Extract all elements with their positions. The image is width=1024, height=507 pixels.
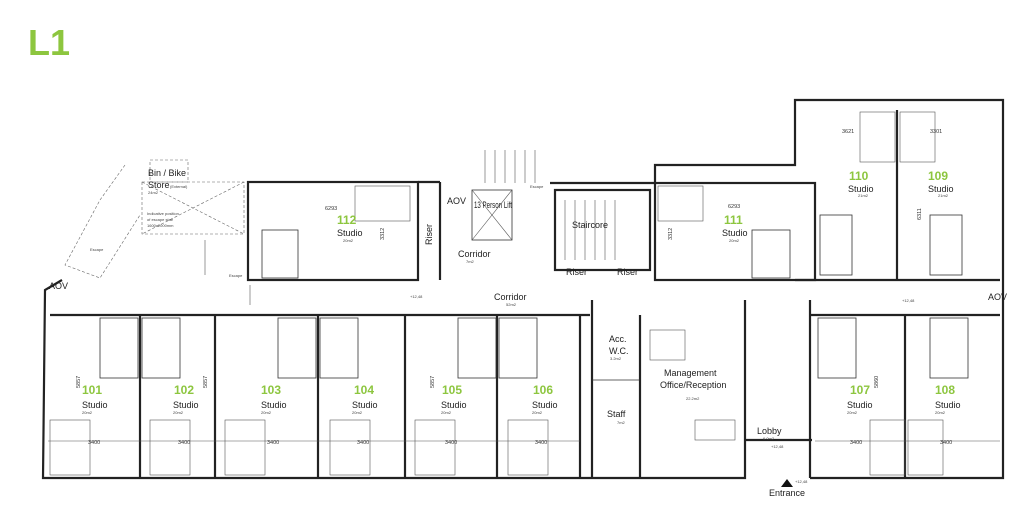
walls xyxy=(41,98,1005,487)
room-112-type: Studio xyxy=(337,228,363,238)
office-area: 22.2m2 xyxy=(686,396,700,401)
room-106-area: 20m2 xyxy=(532,410,543,415)
room-105-area: 20m2 xyxy=(441,410,452,415)
escape-stair-note-1: Indicative position xyxy=(147,211,179,216)
level-mark-3: +12,48 xyxy=(771,444,784,449)
room-103-number: 103 xyxy=(261,383,281,397)
acc-wc-label-1: Acc. xyxy=(609,334,627,344)
room-111-area: 20m2 xyxy=(729,238,740,243)
room-108-number: 108 xyxy=(935,383,955,397)
dim-111-width: 6293 xyxy=(728,204,740,210)
riser-label-2: Riser xyxy=(617,267,638,277)
dim-105: 3400 xyxy=(445,440,457,446)
room-112-area: 20m2 xyxy=(343,238,354,243)
room-104-area: 20m2 xyxy=(352,410,363,415)
room-107-type: Studio xyxy=(847,400,873,410)
staircore-label: Staircore xyxy=(572,220,608,230)
escape-label-3: Escape xyxy=(90,247,104,252)
room-110-type: Studio xyxy=(848,184,874,194)
office-label-2: Office/Reception xyxy=(660,380,726,390)
riser-label-1: Riser xyxy=(566,267,587,277)
dim-108: 3400 xyxy=(940,440,952,446)
dim-112-depth: 3312 xyxy=(380,228,386,240)
entrance-label: Entrance xyxy=(769,488,805,498)
lobby-area: 6.0m2 xyxy=(763,436,775,441)
level-title: L1 xyxy=(28,22,70,63)
bin-store-label-2: Store xyxy=(148,180,170,190)
level-mark-2: +12,48 xyxy=(902,298,915,303)
corridor-main-label: Corridor xyxy=(494,292,527,302)
room-104-number: 104 xyxy=(354,383,374,397)
room-101-type: Studio xyxy=(82,400,108,410)
staff-area: 7m2 xyxy=(617,420,626,425)
room-103-area: 20m2 xyxy=(261,410,272,415)
room-108-type: Studio xyxy=(935,400,961,410)
office-label-1: Management xyxy=(664,368,717,378)
dim-depth-3: 5857 xyxy=(430,376,436,388)
dim-104: 3400 xyxy=(357,440,369,446)
room-111-number: 111 xyxy=(724,213,743,227)
room-101-area: 20m2 xyxy=(82,410,93,415)
dim-depth-2: 5857 xyxy=(203,376,209,388)
corridor-main-area: 52m2 xyxy=(506,302,517,307)
room-101-number: 101 xyxy=(82,383,102,397)
escape-stair-note-3: 1600x2000mm xyxy=(147,223,174,228)
room-109-type: Studio xyxy=(928,184,954,194)
entrance-arrow-icon xyxy=(781,479,793,487)
room-112-number: 112 xyxy=(337,213,357,227)
acc-wc-area: 3.2m2 xyxy=(610,356,622,361)
room-103-type: Studio xyxy=(261,400,287,410)
dim-102: 3400 xyxy=(178,440,190,446)
corridor-small-label: Corridor xyxy=(458,249,491,259)
room-107-number: 107 xyxy=(850,383,870,397)
staff-label: Staff xyxy=(607,409,626,419)
dim-depth-107: 5860 xyxy=(874,376,880,388)
level-mark-4: +12,48 xyxy=(795,479,808,484)
bin-store-area: 24m2 xyxy=(148,190,159,195)
lobby-label: Lobby xyxy=(757,426,782,436)
level-mark-1: +12,48 xyxy=(410,294,423,299)
dim-112-width: 6293 xyxy=(325,206,337,212)
space-labels: Corridor 52m2 Corridor 7m2 AOV AOV AOV 1… xyxy=(49,168,1007,498)
aov-label-left: AOV xyxy=(49,281,68,291)
room-109-area: 21m2 xyxy=(938,193,949,198)
room-102-number: 102 xyxy=(174,383,194,397)
room-105-number: 105 xyxy=(442,383,462,397)
dim-109-width: 3301 xyxy=(930,129,942,135)
escape-label-1: Escape xyxy=(229,273,243,278)
room-104-type: Studio xyxy=(352,400,378,410)
room-106-type: Studio xyxy=(532,400,558,410)
room-107-area: 20m2 xyxy=(847,410,858,415)
bin-store-label-1: Bin / Bike xyxy=(148,168,186,178)
dim-103: 3400 xyxy=(267,440,279,446)
escape-stair-note-2: of escape stair xyxy=(147,217,174,222)
dimension-labels: 3400 3400 3400 3400 3400 3400 3400 3400 … xyxy=(76,129,952,446)
room-102-area: 20m2 xyxy=(173,410,184,415)
dim-106: 3400 xyxy=(535,440,547,446)
room-110-number: 110 xyxy=(849,169,869,183)
room-102-type: Studio xyxy=(173,400,199,410)
lift-label: 13 Person Lift xyxy=(474,200,512,210)
dim-111-depth: 3312 xyxy=(668,228,674,240)
room-111-type: Studio xyxy=(722,228,748,238)
escape-label-2: Escape xyxy=(530,184,544,189)
aov-label-right: AOV xyxy=(988,292,1007,302)
acc-wc-label-2: W.C. xyxy=(609,346,629,356)
room-109-number: 109 xyxy=(928,169,948,183)
room-106-number: 106 xyxy=(533,383,553,397)
aov-label: AOV xyxy=(447,196,466,206)
room-108-area: 20m2 xyxy=(935,410,946,415)
dim-109-depth: 6311 xyxy=(917,208,923,220)
riser-label-3: Riser xyxy=(424,224,434,245)
room-labels: 101 Studio 20m2 102 Studio 20m2 103 Stud… xyxy=(82,169,961,415)
dim-depth-1: 5857 xyxy=(76,376,82,388)
dim-101: 3400 xyxy=(88,440,100,446)
dim-110-width: 3621 xyxy=(842,129,854,135)
bin-store-note: (External) xyxy=(170,184,188,189)
corridor-small-area: 7m2 xyxy=(466,259,475,264)
room-110-area: 21m2 xyxy=(858,193,869,198)
room-105-type: Studio xyxy=(441,400,467,410)
dim-107: 3400 xyxy=(850,440,862,446)
